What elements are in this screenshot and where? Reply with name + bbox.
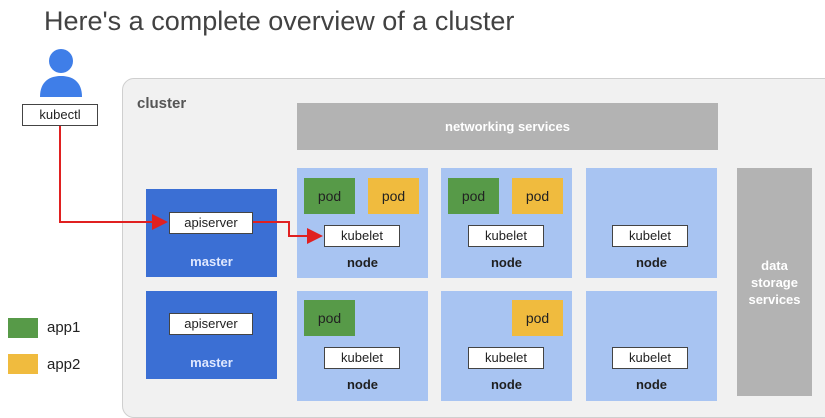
legend-swatch-app2	[8, 354, 38, 374]
kubelet-box: kubelet	[468, 225, 544, 247]
node-label: node	[346, 377, 379, 392]
node-label: node	[635, 377, 668, 392]
master-label: master	[190, 254, 233, 269]
node	[586, 291, 717, 401]
kubelet-box: kubelet	[324, 347, 400, 369]
pod-app2: pod	[512, 300, 563, 336]
kubelet-box: kubelet	[324, 225, 400, 247]
pod-app1: pod	[304, 300, 355, 336]
master	[146, 291, 277, 379]
node-label: node	[346, 255, 379, 270]
node	[586, 168, 717, 278]
networking-services: networking services	[297, 103, 718, 150]
kubelet-box: kubelet	[612, 347, 688, 369]
pod-app1: pod	[304, 178, 355, 214]
kubectl-box: kubectl	[22, 104, 98, 126]
node-label: node	[490, 377, 523, 392]
legend-label-app1: app1	[47, 319, 81, 336]
data-storage-services: data storage services	[737, 168, 812, 396]
user-icon	[40, 49, 82, 97]
connection-arrows	[59, 126, 323, 244]
node-label: node	[490, 255, 523, 270]
pod-app2: pod	[512, 178, 563, 214]
pod-app2: pod	[368, 178, 419, 214]
pod-app1: pod	[448, 178, 499, 214]
master-label: master	[190, 355, 233, 370]
node-label: node	[635, 255, 668, 270]
kubelet-box: kubelet	[468, 347, 544, 369]
kubelet-box: kubelet	[612, 225, 688, 247]
networking-services-label: networking services	[445, 119, 570, 134]
apiserver-to-kubelet-arrow	[253, 221, 323, 244]
page-title: Here's a complete overview of a cluster	[44, 6, 515, 36]
data-storage-services-label: data storage services	[748, 257, 801, 307]
apiserver-box: apiserver	[169, 212, 253, 234]
cluster-label: cluster	[137, 95, 187, 112]
kubectl-to-apiserver-arrow	[59, 126, 168, 230]
apiserver-box: apiserver	[169, 313, 253, 335]
legend-swatch-app1	[8, 318, 38, 338]
legend-label-app2: app2	[47, 356, 81, 373]
